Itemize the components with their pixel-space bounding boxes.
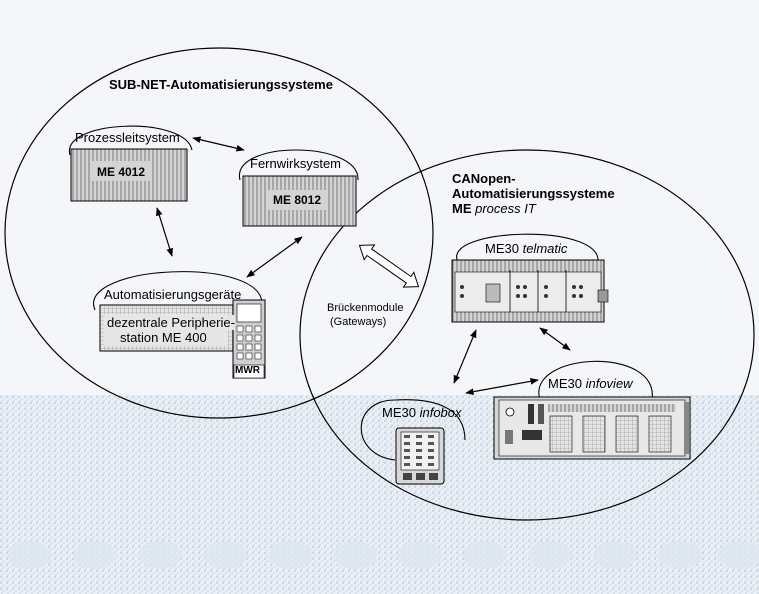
canopen-title-line2: Automatisierungssysteme — [452, 186, 615, 201]
prozessleitsystem-label: Prozessleitsystem — [75, 130, 180, 145]
subnet-title: SUB-NET-Automatisierungssysteme — [109, 77, 333, 92]
infoview-prefix: ME30 — [548, 376, 582, 391]
arrow-prozess-automatisierung — [156, 207, 173, 257]
me400-label-line2: station ME 400 — [120, 330, 207, 345]
infoview-name: infoview — [585, 376, 633, 391]
mwr-label: MWR — [235, 365, 260, 376]
telmatic-device — [451, 259, 609, 323]
arrow-fernwirk-automatisierung — [246, 236, 303, 278]
bridge-arrow — [358, 244, 420, 288]
me4012-label: ME 4012 — [97, 165, 146, 179]
telmatic-name: telmatic — [522, 241, 568, 256]
infobox-bubble — [360, 399, 466, 461]
canopen-title-line3: ME process IT — [452, 201, 536, 216]
infoview-bubble — [538, 360, 653, 401]
automatisierungsgeraete-label: Automatisierungsgeräte — [104, 287, 242, 302]
infobox-device — [395, 427, 445, 485]
bridge-label-line2: (Gateways) — [330, 316, 387, 328]
me-text: ME — [452, 201, 472, 216]
telmatic-label: ME30 telmatic — [485, 241, 567, 256]
fernwirksystem-label: Fernwirksystem — [250, 156, 342, 171]
telmatic-bubble — [456, 233, 599, 263]
infobox-prefix: ME30 — [382, 405, 416, 420]
me4012-device — [70, 148, 188, 202]
infobox-name: infobox — [419, 405, 462, 420]
me400-label-line1: dezentrale Peripherie- — [107, 315, 235, 330]
canopen-title-line1: CANopen- — [452, 171, 516, 186]
process-it-text: process IT — [475, 201, 536, 216]
arrow-telmatic-infobox — [453, 329, 477, 384]
arrow-telmatic-infoview — [539, 327, 571, 351]
prozessleitsystem-bubble — [69, 125, 193, 156]
arrow-prozess-fernwirk — [192, 136, 245, 152]
me8012-label: ME 8012 — [273, 193, 322, 207]
me8012-device — [242, 175, 357, 227]
telmatic-prefix: ME30 — [485, 241, 519, 256]
infoview-label: ME30 infoview — [548, 376, 633, 391]
infoview-device — [493, 396, 691, 460]
bridge-label-line1: Brückenmodule — [327, 302, 404, 314]
fernwirksystem-bubble — [239, 149, 359, 181]
arrow-infobox-infoview — [465, 378, 539, 395]
canopen-boundary — [299, 149, 755, 521]
subnet-boundary — [4, 47, 434, 419]
automatisierungsgeraete-bubble — [93, 271, 263, 311]
infobox-label: ME30 infobox — [382, 405, 462, 420]
mwr-panel-device — [232, 299, 266, 379]
